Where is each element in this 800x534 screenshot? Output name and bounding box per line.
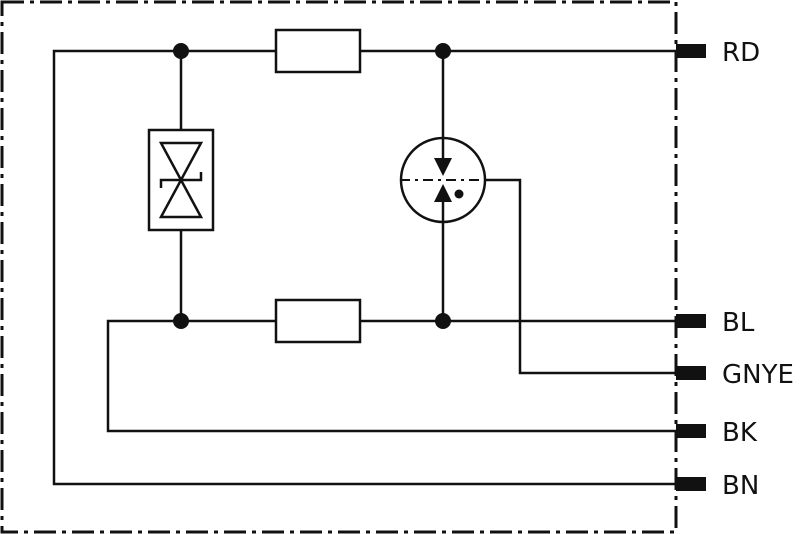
wire-rd	[52, 49, 678, 486]
terminal-label-bl: BL	[722, 308, 755, 338]
terminal-pin-bl	[676, 314, 706, 328]
terminal-label-bn: BN	[722, 471, 759, 501]
sensor-element-icon	[399, 136, 487, 224]
resistor-bottom	[274, 298, 362, 344]
terminal-pin-bk	[676, 424, 706, 438]
terminal-pin-gnye	[676, 366, 706, 380]
terminal-label-rd: RD	[722, 38, 760, 68]
terminal-pin-bn	[676, 477, 706, 491]
junction-dot	[173, 313, 189, 329]
junction-dot	[173, 43, 189, 59]
terminal-label-gnye: GNYE	[722, 360, 794, 390]
terminal-pin-rd	[676, 44, 706, 58]
wire-bl	[106, 319, 678, 433]
suppressor-diode-icon	[147, 128, 215, 232]
junction-dot	[435, 43, 451, 59]
resistor-top	[274, 28, 362, 74]
junction-dot	[435, 313, 451, 329]
enclosure-border	[0, 0, 678, 534]
terminal-label-bk: BK	[722, 418, 758, 448]
wire-gnye	[486, 178, 678, 375]
